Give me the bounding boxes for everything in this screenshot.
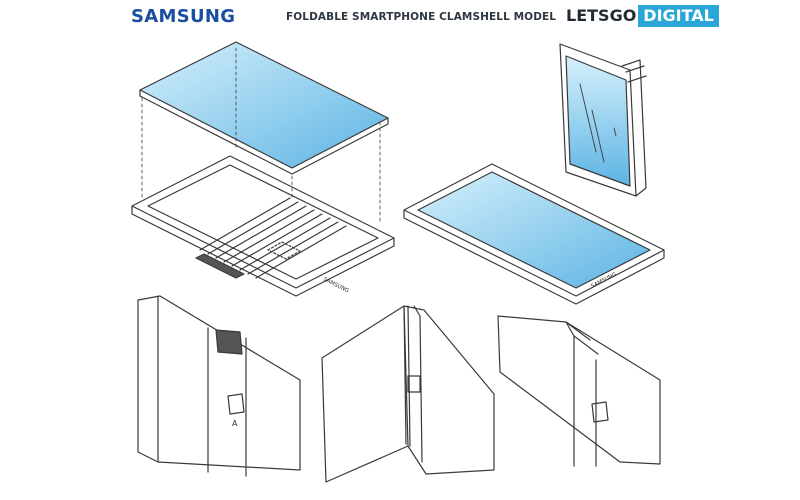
diagram-title: FOLDABLE SMARTPHONE CLAMSHELL MODEL bbox=[286, 11, 557, 23]
frame-wordmark-left: SAMSUNG bbox=[322, 276, 350, 294]
samsung-brand: SAMSUNG bbox=[131, 6, 236, 27]
hinge-label-a: A bbox=[232, 419, 238, 428]
exploded-display-panel bbox=[139, 41, 389, 175]
half-open-device bbox=[321, 305, 495, 483]
exploded-base-frame bbox=[131, 155, 395, 297]
partially-open-device bbox=[497, 315, 661, 467]
logo-letsgo: LETSGO bbox=[566, 6, 637, 25]
unfolded-device bbox=[403, 163, 665, 305]
folded-upright-device bbox=[559, 43, 647, 197]
letsgodigital-logo: LETSGO DIGITAL bbox=[566, 5, 719, 27]
logo-digital: DIGITAL bbox=[638, 5, 719, 27]
closed-clamshell-device bbox=[137, 295, 301, 477]
